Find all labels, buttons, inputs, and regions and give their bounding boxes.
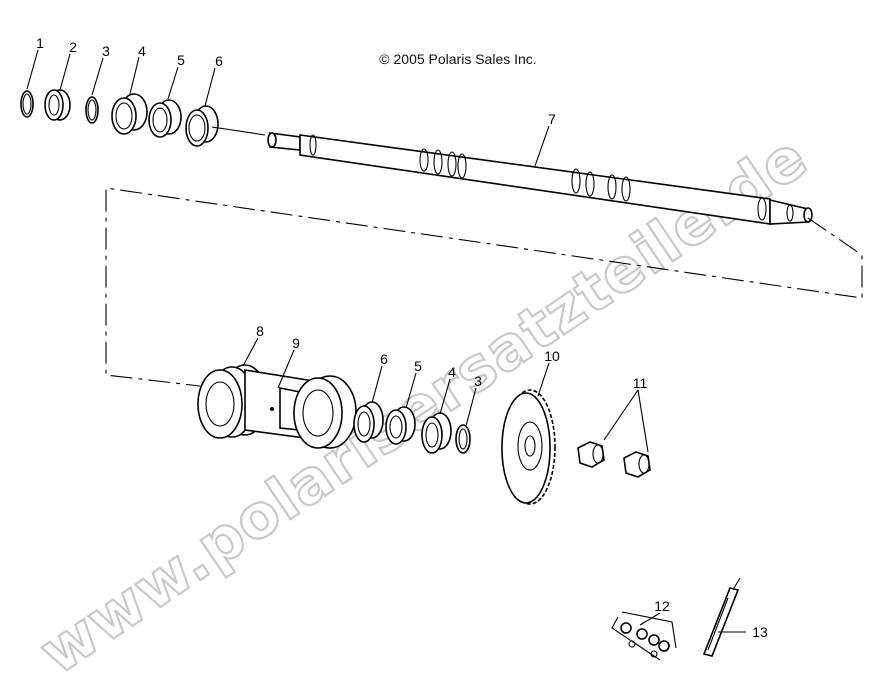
copyright-text: © 2005 Polaris Sales Inc. (379, 51, 537, 67)
part-11-nut-right[interactable] (623, 451, 651, 478)
callout-7: 7 (548, 111, 556, 127)
callout-6-lower: 6 (380, 351, 388, 367)
assembly-frame (105, 187, 863, 387)
part-13-tool[interactable] (702, 577, 741, 657)
part-12-chain-link[interactable] (611, 611, 677, 661)
part-5-lower-bearing[interactable] (385, 406, 416, 445)
leader-lines (26, 49, 746, 633)
callout-4: 4 (138, 43, 146, 59)
callout-3-lower: 3 (474, 373, 482, 389)
callout-12: 12 (654, 598, 670, 614)
part-10-sprocket[interactable] (501, 389, 556, 505)
callout-1: 1 (36, 35, 44, 51)
callout-4-lower: 4 (448, 364, 456, 380)
part-3-lower-snap-ring[interactable] (455, 424, 471, 454)
callout-10: 10 (544, 348, 560, 364)
callout-5-lower: 5 (414, 358, 422, 374)
part-4-seal[interactable] (111, 93, 148, 135)
callout-labels: 1 2 3 4 5 6 7 8 9 6 5 4 3 10 11 12 13 (36, 35, 768, 640)
part-6-lower-spacer[interactable] (353, 401, 384, 443)
callout-8: 8 (256, 323, 264, 339)
part-2-bearing[interactable] (44, 89, 71, 121)
part-9-hub-carrier[interactable] (244, 369, 357, 449)
copyright-notice: © 2005 Polaris Sales Inc. (0, 51, 882, 67)
callout-6: 6 (215, 53, 223, 69)
callout-9: 9 (292, 335, 300, 351)
part-3-snap-ring[interactable] (85, 96, 99, 124)
part-11-nut-left[interactable] (577, 441, 605, 468)
callout-5: 5 (177, 52, 185, 68)
callout-13: 13 (752, 624, 768, 640)
part-5-bearing[interactable] (148, 99, 182, 138)
part-1-snap-ring[interactable] (20, 90, 34, 118)
part-8-hub-bearing[interactable] (197, 364, 268, 439)
part-7-driveshaft[interactable] (267, 132, 813, 225)
part-6-spacer[interactable] (185, 105, 219, 147)
callout-2: 2 (69, 39, 77, 55)
part-4-lower-seal[interactable] (421, 412, 452, 454)
callout-3: 3 (102, 43, 110, 59)
shaft-axis-line (211, 126, 266, 136)
callout-11: 11 (633, 375, 648, 391)
